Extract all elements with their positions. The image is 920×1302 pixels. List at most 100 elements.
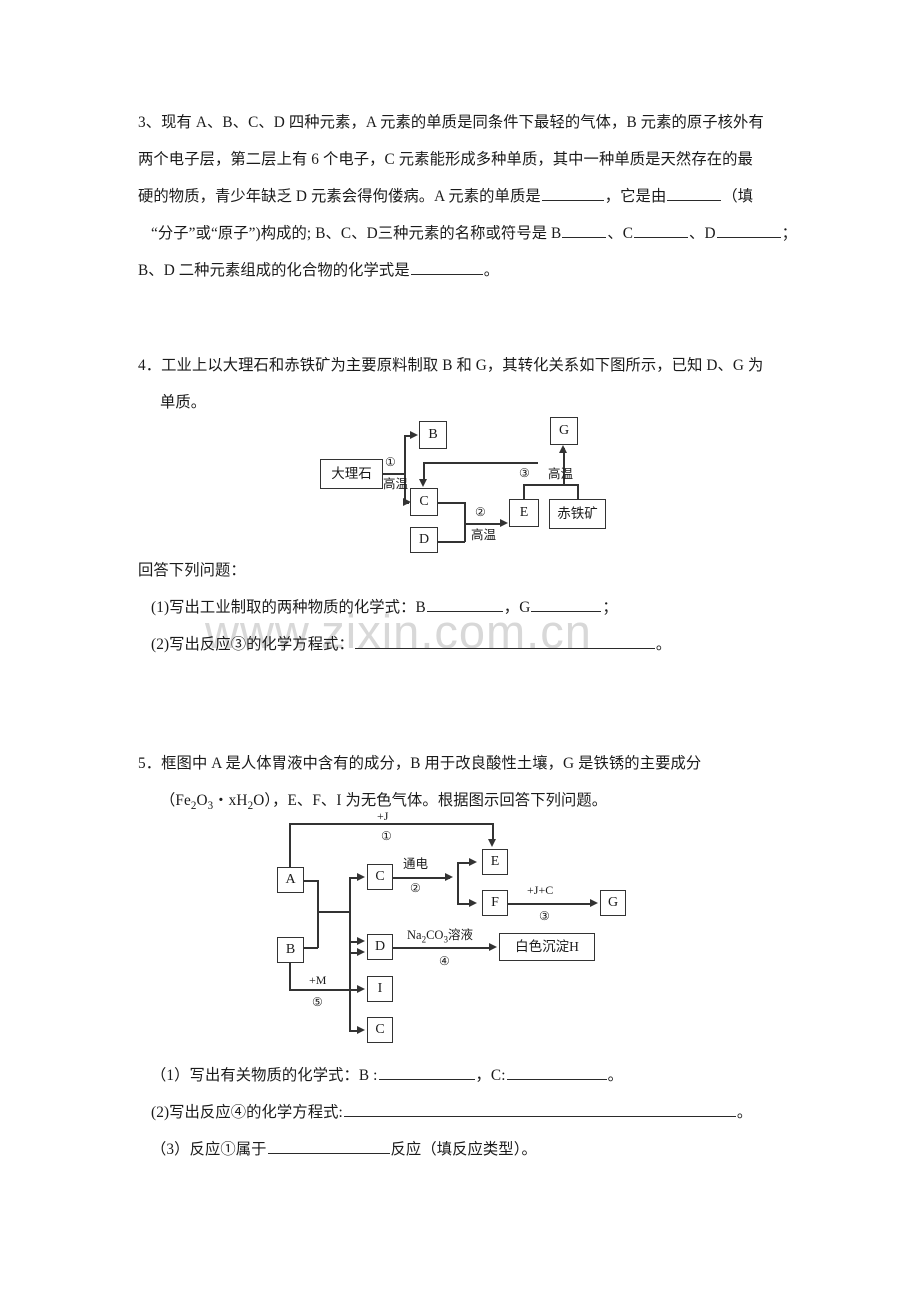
q3-blank-2[interactable] bbox=[667, 185, 722, 201]
q3-line-3-mid: ，它是由 bbox=[604, 188, 667, 205]
q3-blank-3[interactable] bbox=[562, 222, 607, 238]
q4-blank-eq3[interactable] bbox=[354, 633, 655, 649]
diagram4-arrow-into-g bbox=[559, 445, 567, 453]
diagram5-step1-text: ① bbox=[381, 829, 392, 843]
diagram4-label-step1: ① bbox=[385, 456, 396, 468]
diagram5-na2co3-sub2: 3 bbox=[443, 934, 448, 945]
diagram5-b-label: B bbox=[285, 942, 296, 957]
diagram4-marble-label: 大理石 bbox=[331, 466, 372, 482]
diagram4-d-label: D bbox=[418, 532, 430, 547]
diagram4-step2-cond-text: 高温 bbox=[471, 528, 497, 542]
diagram5-edge-a-right bbox=[304, 880, 318, 882]
diagram5-step5-text: ⑤ bbox=[312, 995, 323, 1009]
diagram5-a-label: A bbox=[285, 872, 296, 887]
diagram5-na2co3-c: 溶液 bbox=[447, 928, 473, 942]
q4-prompt: 回答下列问题： bbox=[138, 552, 838, 589]
diagram5-edge-b-right bbox=[304, 947, 318, 949]
q5-sub1-end: 。 bbox=[607, 1067, 623, 1084]
q5-formula-c: ・xH bbox=[213, 792, 248, 809]
diagram5-plusjc-text: +J+C bbox=[527, 883, 554, 897]
diagram4-edge-feedback bbox=[424, 462, 538, 464]
diagram4-edge-up-to-g bbox=[563, 462, 565, 485]
question-4-subs: 回答下列问题： (1)写出工业制取的两种物质的化学式：B，G； (2)写出反应③… bbox=[138, 552, 838, 663]
q5-blank-eq4[interactable] bbox=[343, 1101, 736, 1117]
q3-blank-5[interactable] bbox=[716, 222, 781, 238]
diagram5-edge-d-to-precipitate bbox=[393, 947, 493, 949]
diagram5-label-step1: ① bbox=[381, 830, 392, 842]
diagram5-edge-down-to-e bbox=[492, 823, 494, 843]
diagram5-edge-trunk-to-d2 bbox=[349, 952, 361, 954]
q5-formula-sub2: 3 bbox=[207, 800, 214, 813]
diagram4-c-label: C bbox=[419, 494, 429, 509]
diagram-question-4: 大理石 B C D E G 赤铁矿 ① 高温 ② 高温 bbox=[300, 415, 630, 555]
q5-sub-1: （1）写出有关物质的化学式：B :，C:。 bbox=[138, 1057, 858, 1094]
q5-sub1-pre: （1）写出有关物质的化学式：B : bbox=[151, 1067, 378, 1084]
q5-blank-type[interactable] bbox=[267, 1138, 390, 1154]
diagram5-label-step3: ③ bbox=[539, 910, 550, 922]
q3-line-3: 硬的物质，青少年缺乏 D 元素会得佝偻病。A 元素的单质是，它是由（填 bbox=[138, 178, 838, 215]
diagram4-node-marble: 大理石 bbox=[320, 459, 383, 489]
diagram5-arrow-into-precipitate bbox=[489, 943, 497, 951]
diagram5-step2-text: ② bbox=[410, 881, 421, 895]
q5-formula-d: O），E、F、I 为无色气体。根据图示回答下列问题。 bbox=[253, 792, 608, 809]
diagram5-edge-b-down bbox=[289, 963, 291, 990]
diagram5-node-i: I bbox=[367, 976, 393, 1002]
q3-blank-1[interactable] bbox=[541, 185, 604, 201]
q4-line-2: 单质。 bbox=[138, 384, 838, 421]
diagram4-edge-marble-out bbox=[383, 473, 405, 475]
diagram5-label-plusjc: +J+C bbox=[527, 884, 553, 896]
diagram5-edge-f-to-g bbox=[508, 903, 590, 905]
diagram5-node-c-top: C bbox=[367, 864, 393, 890]
q3-line-5-text: B、D 二种元素组成的化合物的化学式是 bbox=[138, 262, 410, 279]
diagram5-plusm-text: +M bbox=[309, 973, 327, 987]
diagram4-e-label: E bbox=[519, 505, 529, 520]
diagram5-na2co3-b: CO bbox=[426, 928, 444, 942]
diagram5-edge-top-across bbox=[289, 823, 493, 825]
diagram4-arrow-to-b bbox=[410, 431, 418, 439]
diagram5-step3-text: ③ bbox=[539, 909, 550, 923]
q3-line-4: “分子”或“原子”)构成的; B、C、D三种元素的名称或符号是 B、C、D； bbox=[138, 215, 838, 252]
q4-prompt-text: 回答下列问题： bbox=[138, 562, 246, 579]
diagram5-label-step4: ④ bbox=[439, 955, 450, 967]
diagram4-step2-text: ② bbox=[475, 505, 486, 519]
diagram5-node-f: F bbox=[482, 890, 508, 916]
question-5-subs: （1）写出有关物质的化学式：B :，C:。 (2)写出反应④的化学方程式:。 （… bbox=[138, 1057, 858, 1168]
q3-line-3-text: 硬的物质，青少年缺乏 D 元素会得佝偻病。A 元素的单质是 bbox=[138, 188, 541, 205]
q5-blank-c[interactable] bbox=[506, 1064, 607, 1080]
diagram4-edge-to-e bbox=[464, 523, 504, 525]
q5-blank-b[interactable] bbox=[378, 1064, 475, 1080]
q5-sub2-end: 。 bbox=[736, 1104, 753, 1121]
q3-line-4-end: ； bbox=[781, 225, 797, 242]
q4-blank-b[interactable] bbox=[426, 596, 503, 612]
diagram4-edge-hematite-up bbox=[577, 484, 579, 500]
diagram4-node-e: E bbox=[509, 499, 539, 527]
q4-sub1-mid: ，G bbox=[503, 599, 531, 616]
q3-blank-4[interactable] bbox=[634, 222, 689, 238]
diagram5-label-step5: ⑤ bbox=[312, 996, 323, 1008]
q5-formula-sub1: 2 bbox=[190, 800, 197, 813]
q5-sub3-end: 反应（填反应类型）。 bbox=[390, 1141, 537, 1158]
diagram5-arrow-into-f bbox=[469, 899, 477, 907]
diagram5-edge-trunk-to-d bbox=[349, 941, 361, 943]
diagram4-edge-into-g bbox=[563, 448, 565, 463]
diagram5-step4-text: ④ bbox=[439, 954, 450, 968]
q5-formula-a: （Fe bbox=[160, 792, 191, 809]
diagram5-arrow-into-g bbox=[590, 899, 598, 907]
q3-blank-6[interactable] bbox=[410, 259, 483, 275]
q4-blank-g[interactable] bbox=[531, 596, 602, 612]
diagram5-node-c-bottom: C bbox=[367, 1017, 393, 1043]
diagram5-plusj-text: +J bbox=[377, 809, 389, 823]
diagram5-node-precipitate: 白色沉淀H bbox=[499, 933, 595, 961]
diagram5-node-g: G bbox=[600, 890, 626, 916]
diagram5-label-plusm: +M bbox=[309, 974, 326, 986]
question-4-block: 4．工业上以大理石和赤铁矿为主要原料制取 B 和 G，其转化关系如下图所示，已知… bbox=[138, 347, 838, 421]
diagram5-edge-split-to-e bbox=[457, 862, 471, 864]
q3-line-4-text: “分子”或“原子”)构成的; B、C、D三种元素的名称或符号是 B bbox=[151, 225, 562, 242]
diagram5-c-top-label: C bbox=[375, 869, 385, 884]
q5-line-1-text: 5．框图中 A 是人体胃液中含有的成分，B 用于改良酸性土壤，G 是铁锈的主要成… bbox=[138, 755, 702, 772]
q5-line-1: 5．框图中 A 是人体胃液中含有的成分，B 用于改良酸性土壤，G 是铁锈的主要成… bbox=[138, 745, 838, 782]
diagram4-step1-cond-text: 高温 bbox=[383, 477, 409, 491]
diagram4-label-step1-cond: 高温 bbox=[383, 478, 408, 491]
diagram4-node-c: C bbox=[410, 488, 438, 516]
diagram4-merge-e-hematite bbox=[523, 484, 578, 486]
